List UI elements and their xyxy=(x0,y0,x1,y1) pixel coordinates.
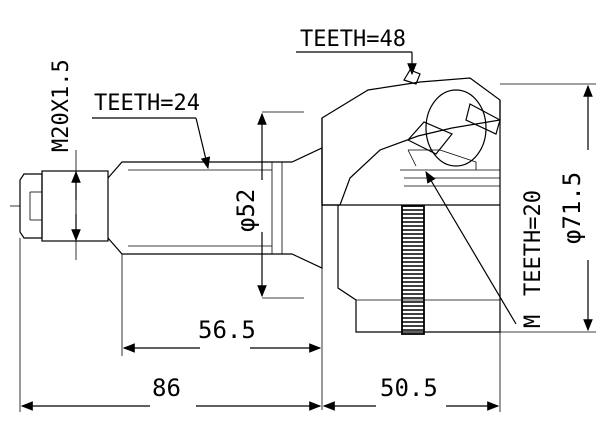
label-thread: M20X1.5 xyxy=(49,59,74,152)
label-dim-50-5: 50.5 xyxy=(380,374,438,402)
leader-lines xyxy=(92,51,517,325)
label-dim-86: 86 xyxy=(152,374,181,402)
label-teeth-20: TEETH=20 xyxy=(521,190,546,296)
label-diameter-71-5: φ71.5 xyxy=(558,172,586,244)
spline-shaft xyxy=(107,147,323,269)
threaded-stub xyxy=(10,170,109,242)
outer-housing xyxy=(321,69,501,333)
label-dim-56-5: 56.5 xyxy=(198,316,256,344)
label-marker-m: M xyxy=(521,315,546,328)
dimension-lines xyxy=(19,83,596,412)
label-diameter-52: φ52 xyxy=(232,189,260,232)
label-teeth-24: TEETH=24 xyxy=(94,91,200,116)
label-teeth-48: TEETH=48 xyxy=(300,27,406,52)
abs-tone-ring xyxy=(401,205,425,335)
